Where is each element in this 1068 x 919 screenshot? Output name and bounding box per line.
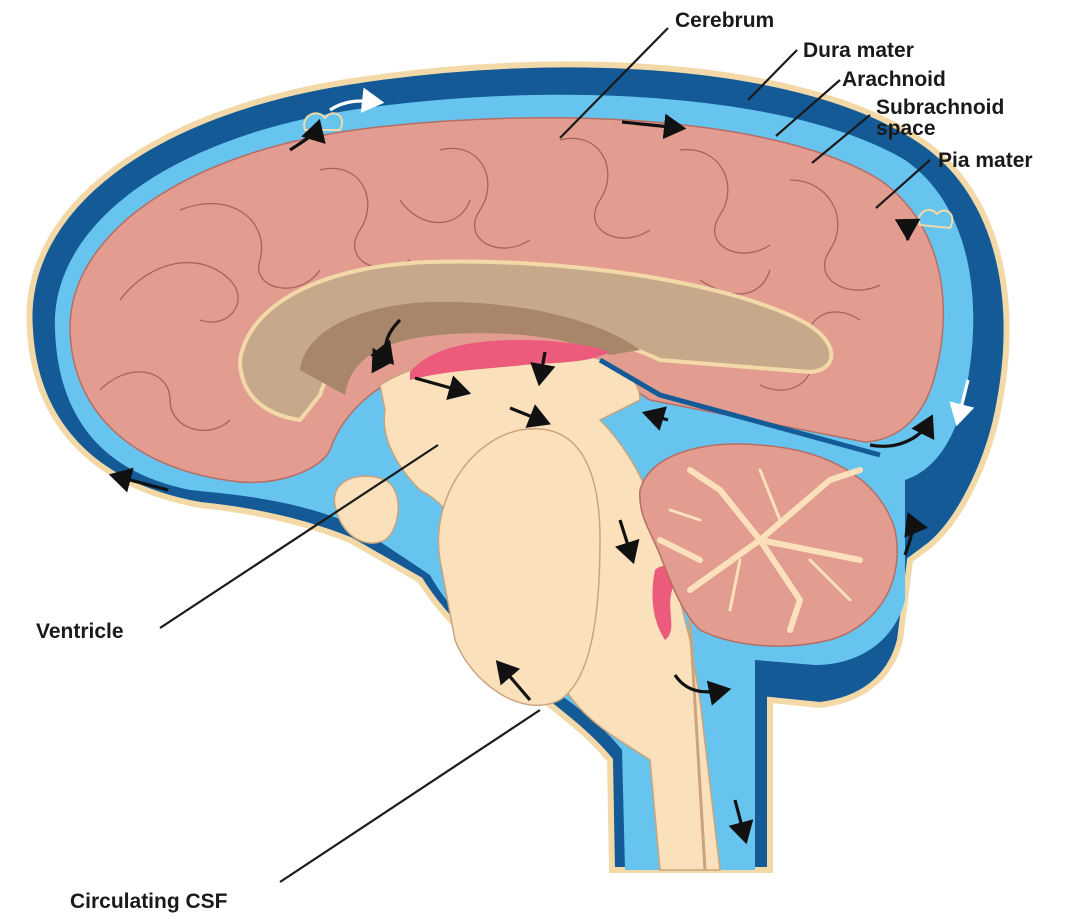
label-dura-mater: Dura mater xyxy=(803,39,914,62)
label-subarachnoid-space-line1: Subrachnoid xyxy=(876,96,1004,119)
pons xyxy=(438,429,600,706)
label-subarachnoid-space-line2: space xyxy=(876,117,936,140)
label-circulating-csf: Circulating CSF xyxy=(70,890,228,913)
label-ventricle: Ventricle xyxy=(36,620,124,643)
label-arachnoid: Arachnoid xyxy=(842,68,946,91)
label-cerebrum: Cerebrum xyxy=(675,9,774,32)
label-pia-mater: Pia mater xyxy=(938,149,1033,172)
